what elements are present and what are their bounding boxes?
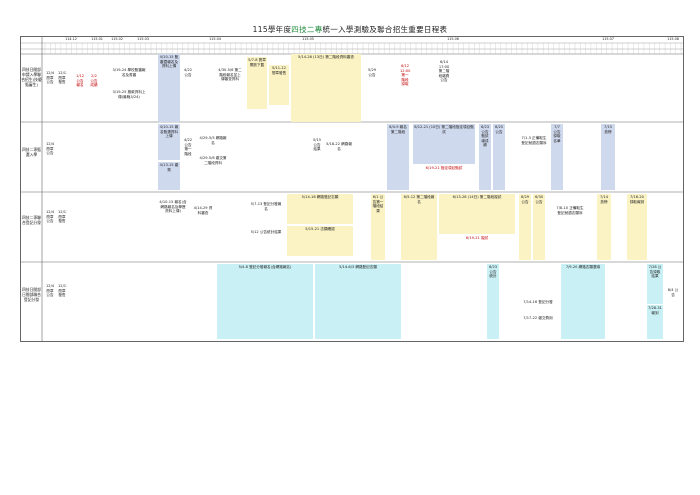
event-cell: 5/4-8 登記分發報名(含網路報名) xyxy=(217,264,313,339)
event-cell: 4/10-15 報名甄選資料上傳 xyxy=(158,124,180,160)
event-cell: 5/12 公告統計結果 xyxy=(250,230,282,234)
event-cell: 6/12 12:00 第一階段錄取 xyxy=(400,64,411,87)
event-cell: 12/4 簡章公告 xyxy=(46,284,55,298)
event-cell: 7/15 放榜 xyxy=(601,124,615,190)
event-cell: 5/29 公告 xyxy=(368,68,377,77)
page-title: 115學年度四技二專統一入學測驗及聯合招生重要日程表 xyxy=(252,25,448,34)
event-cell: 5/15 公告結果 xyxy=(312,138,322,152)
month-label: 115.06 xyxy=(447,37,459,41)
event-cell: 4/14-29 資料審查 xyxy=(193,206,213,215)
event-cell: 7/9-20 網路志願選填 xyxy=(561,264,605,339)
event-cell: 4/29-5/5 網路報名 xyxy=(199,136,227,145)
event-cell: 12/11 簡章發售 xyxy=(58,71,67,85)
event-cell: 6/19-21 指定項目甄試 xyxy=(425,166,463,170)
event-cell: 1/12 公告報名 xyxy=(76,74,85,88)
event-cell: 6/1 公告第一階段結果 xyxy=(371,194,385,260)
event-cell: 6/5-12 第二階段報名 xyxy=(401,194,437,260)
event-cell: 8/4 公告 xyxy=(667,288,679,297)
event-cell: 6/13-28 (14日) 第二階段複試 xyxy=(439,194,515,234)
event-cell: 4/13-15 繳費 xyxy=(158,162,180,190)
event-cell: 12/4 簡章公告 xyxy=(46,210,55,224)
event-cell: 12/11 簡章發售 xyxy=(58,210,67,224)
event-cell: 7/14-16 登記分發 xyxy=(523,300,553,304)
event-cell: 4/22 公告 xyxy=(183,68,193,77)
row-label: 四技二專聯合登記分發 xyxy=(22,215,41,225)
event-cell: 5/15-21 志願確認 xyxy=(287,226,353,256)
event-cell: 7/7 公告錄取名單 xyxy=(551,124,563,190)
event-cell: 6/29 公告 xyxy=(519,194,531,260)
event-cell: 7/28-31 報到 xyxy=(647,305,663,339)
event-cell: 6/30 公告 xyxy=(533,194,545,260)
event-cell: 5/14-18 網路登記志願 xyxy=(287,194,353,224)
event-cell: 6/4-9 報名第二階段 xyxy=(387,124,409,190)
event-cell: 7/16-20 錄取報到 xyxy=(627,194,647,260)
event-cell: 12/4 簡章公告 xyxy=(46,71,55,85)
month-label: 115.02 xyxy=(111,37,123,41)
event-cell: 7/28 公告錄取結果 xyxy=(647,264,663,304)
month-label: 115.01 xyxy=(91,37,103,41)
month-label: 115.04 xyxy=(209,37,221,41)
event-cell: 6/23 公告統計 xyxy=(487,264,499,339)
event-cell: 5/14-26 (13日) 第二階段資料審查 xyxy=(291,54,361,122)
event-cell: 4/10-15 報名(含網路報名及學歷資料上傳) xyxy=(159,200,187,214)
event-cell: 7/17-22 繳交費用 xyxy=(523,316,553,320)
event-cell: 7/14 放榜 xyxy=(597,194,611,260)
event-cell: 4/29-5/6 繳交第二階段資料 xyxy=(199,156,227,165)
event-cell: 5/7-13 登記分發報名 xyxy=(250,202,282,211)
event-cell: 7/1-3 正備取生登記就讀志願序 xyxy=(521,136,547,145)
event-cell: 6/25 公告 xyxy=(493,124,505,190)
month-label: 114.12 xyxy=(65,37,77,41)
event-cell: 5/18-22 網路報名 xyxy=(326,142,352,151)
event-cell: 12/4 簡章公告 xyxy=(46,142,55,156)
grid-lines xyxy=(21,37,683,341)
event-cell: 7/8-10 正備取生登記就讀志願序 xyxy=(556,206,584,215)
event-cell: 4/30-5/6 第二階段報名並上傳審查資料 xyxy=(218,68,242,82)
month-label: 115.08 xyxy=(667,37,679,41)
event-cell: 5/14-6/3 網路登記志願 xyxy=(315,264,401,339)
event-cell: 2/2 公告成績 xyxy=(90,74,98,88)
event-cell: 3/19-25 撥款資料上傳(最晚3/24) xyxy=(112,90,146,99)
event-cell: 6/12-21 (10日) 第二階段指定項目甄試 xyxy=(413,124,475,164)
event-cell: 5/11-12 簡章發售 xyxy=(269,65,289,105)
event-cell: 6/23 公告甄試總成績 xyxy=(479,124,491,190)
month-label: 115.05 xyxy=(302,37,314,41)
event-cell: 6/19-21 複試 xyxy=(465,236,489,240)
event-cell: 3/19-24 學校甄審報名及書審 xyxy=(112,68,146,77)
event-cell: 4/10-15 甄審暨報名及資料上傳 xyxy=(158,54,180,122)
month-label: 115.03 xyxy=(137,37,149,41)
event-cell: 12/11 簡章發售 xyxy=(58,284,67,298)
row-label: 四技日間部日間部聯合登記分發 xyxy=(22,287,41,302)
event-cell: 4/22 公告第一階段 xyxy=(183,138,193,156)
month-label: 115.07 xyxy=(602,37,614,41)
event-cell: 5/7-8 簡章開放下載 xyxy=(247,57,267,109)
event-cell: 6/14 17:00 第二階段繳費公告 xyxy=(438,60,450,83)
row-label: 四技日間部申請入學聯合招生(技優甄審生) xyxy=(21,67,42,87)
schedule-table: 114.12 115.01 115.02 115.03 115.04 115.0… xyxy=(20,36,684,342)
row-label: 四技二專甄選入學 xyxy=(22,147,41,157)
